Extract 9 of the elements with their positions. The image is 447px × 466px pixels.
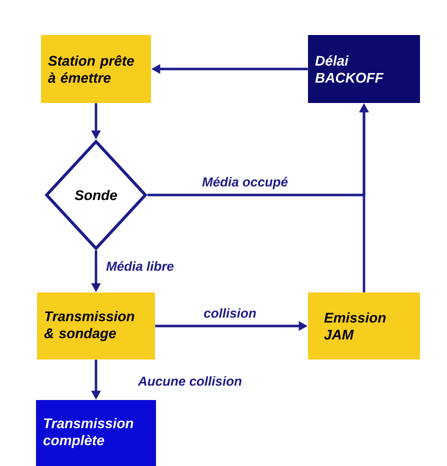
edge-label: Média libre: [105, 260, 175, 272]
edge-label: collision: [202, 307, 258, 319]
process-box: Transmission complète: [36, 400, 156, 466]
process-box: Délai BACKOFF: [308, 35, 420, 103]
edge-label: Média occupé: [201, 176, 289, 190]
process-box: Station prête à émettre: [41, 35, 151, 103]
process-box: Emission JAM: [308, 292, 420, 360]
edge-label: Aucune collision: [137, 375, 243, 387]
process-box: Transmission & sondage: [37, 292, 155, 360]
